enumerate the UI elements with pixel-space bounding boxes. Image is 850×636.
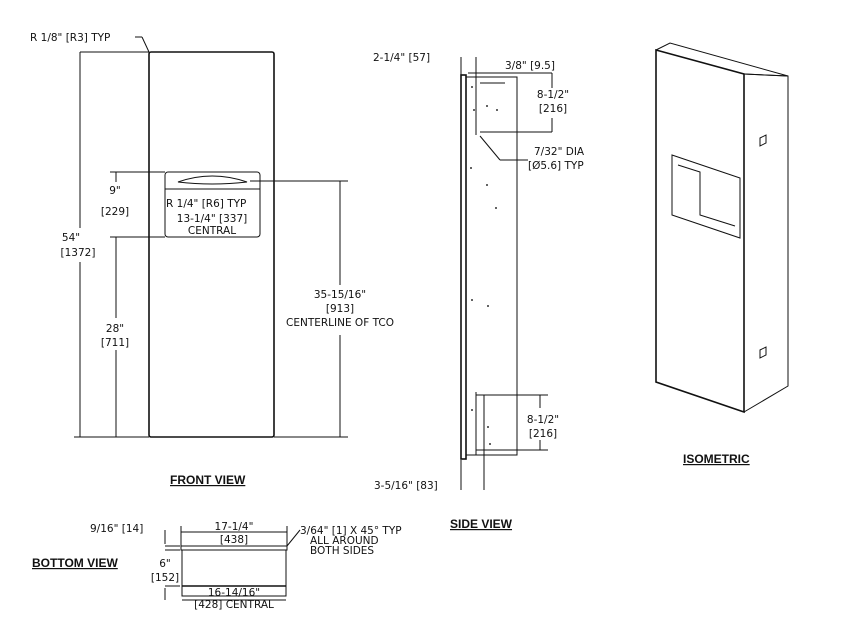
offset-label: 3/8" [9.5]: [505, 60, 555, 72]
opening-lip: [177, 175, 248, 185]
corner-radius-label: R 1/8" [R3] TYP: [30, 32, 110, 44]
height-mm-label: [1372]: [61, 247, 96, 259]
bottom-bracket-label: 8-1/2": [527, 414, 559, 426]
mounting-holes: [470, 86, 498, 445]
depth-label: 3-5/16" [83]: [374, 480, 438, 492]
chamfer-note-2: BOTH SIDES: [310, 545, 374, 557]
opening-width-note: CENTRAL: [188, 225, 236, 237]
bottom-depth-mm-label: [152]: [151, 572, 179, 584]
flange-depth-label: 2-1/4" [57]: [373, 52, 430, 64]
towel-opening: [164, 171, 261, 238]
floor-to-opening-mm-label: [711]: [101, 337, 129, 349]
opening-width-label: 13-1/4" [337]: [177, 213, 247, 225]
centerline-note: CENTERLINE OF TCO: [286, 317, 394, 329]
iso-side: [743, 73, 789, 413]
centerline-mm-label: [913]: [326, 303, 354, 315]
centerline-label: 35-15/16": [314, 289, 366, 301]
bottom-inner-width-label: 16-14/16": [208, 587, 260, 599]
chamfer-label: 3/64" [1] X 45° TYP: [300, 525, 402, 537]
opening-height-label: 9": [109, 185, 121, 197]
bottom-view-title: BOTTOM VIEW: [32, 556, 118, 570]
bottom-width-label: 17-1/4": [215, 521, 254, 533]
bottom-inner-width-mm-label: [428] CENTRAL: [194, 599, 274, 611]
front-panel: [148, 51, 275, 438]
side-view: 2-1/4" [57] 3/8" [9.5] 8-1/2" [216] 7/32…: [373, 52, 585, 531]
bottom-body: [181, 549, 287, 597]
opening-height-mm-label: [229]: [101, 206, 129, 218]
front-view: R 1/8" [R3] TYP 54" [1372] 9" [229] R 1/…: [30, 32, 394, 487]
floor-to-opening-label: 28": [106, 323, 124, 335]
hole-dia-label: 7/32" DIA: [534, 146, 585, 158]
height-label: 54": [62, 232, 80, 244]
top-bracket-mm-label: [216]: [539, 103, 567, 115]
side-body: [465, 76, 518, 456]
opening-radius-label: R 1/4" [R6] TYP: [166, 198, 246, 210]
iso-top: [655, 42, 789, 77]
chamfer-note-1: ALL AROUND: [310, 535, 379, 547]
bottom-flange: [180, 545, 288, 551]
bottom-width-mm-label: [438]: [220, 534, 248, 546]
bottom-depth-label: 6": [159, 558, 171, 570]
iso-front: [655, 48, 745, 414]
iso-opening: [671, 154, 741, 239]
isometric-title: ISOMETRIC: [683, 452, 750, 466]
bottom-view: 9/16" [14] 17-1/4" [438] 3/64" [1] X 45°…: [32, 521, 402, 611]
bottom-bracket-mm-label: [216]: [529, 428, 557, 440]
hole-dia-mm-label: [Ø5.6] TYP: [528, 160, 584, 172]
top-bracket-label: 8-1/2": [537, 89, 569, 101]
isometric-view: ISOMETRIC: [655, 42, 789, 466]
side-view-title: SIDE VIEW: [450, 517, 513, 531]
front-view-title: FRONT VIEW: [170, 473, 246, 487]
bottom-flange-label: 9/16" [14]: [90, 523, 143, 535]
flange: [460, 74, 467, 460]
